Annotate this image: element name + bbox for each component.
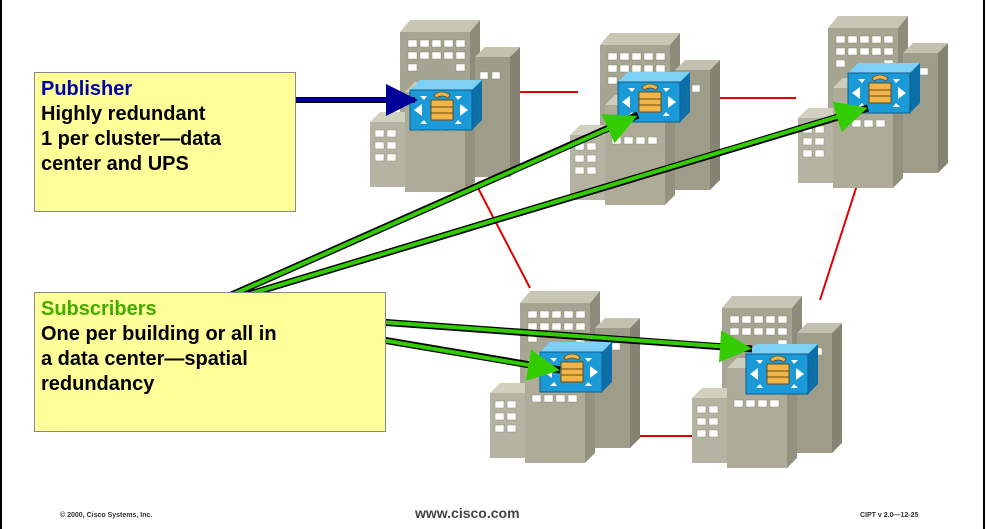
subscribers-line-3: redundancy (41, 373, 155, 395)
link-publisher-sub3 (477, 187, 531, 289)
publisher-line-1: Highly redundant (41, 103, 206, 125)
server-subscriber-4-icon (745, 343, 819, 395)
link-sub2-sub4 (819, 181, 859, 301)
subscribers-line-1: One per building or all in (41, 323, 277, 345)
subscribers-line-2: a data center—spatial (41, 348, 248, 370)
publisher-callout: Publisher Highly redundant 1 per cluster… (34, 72, 296, 212)
publisher-line-2: 1 per cluster—data (41, 128, 222, 150)
footer-version: CIPT v 2.0—12-25 (860, 512, 919, 519)
server-publisher-icon (409, 79, 483, 131)
subscribers-title: Subscribers (41, 298, 157, 320)
subscribers-callout: Subscribers One per building or all in a… (34, 292, 386, 432)
footer-copyright: © 2000, Cisco Systems, Inc. (60, 512, 153, 519)
footer-website: www.cisco.com (415, 505, 520, 521)
publisher-title: Publisher (41, 78, 133, 100)
server-subscriber-1-icon (617, 71, 691, 123)
server-subscriber-2-icon (847, 62, 921, 114)
publisher-line-3: center and UPS (41, 153, 189, 175)
